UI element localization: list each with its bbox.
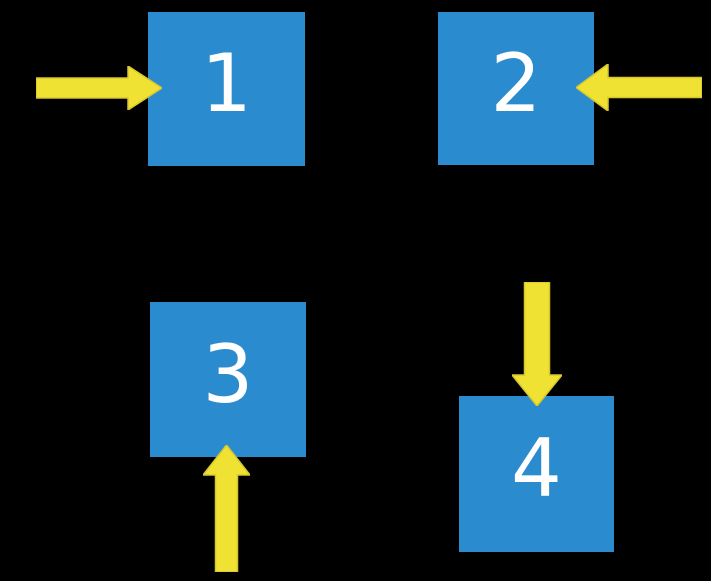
arrow-up-icon	[203, 445, 250, 572]
arrow-left-icon	[576, 64, 702, 111]
square-2-label: 2	[490, 36, 542, 130]
square-2: 2	[438, 12, 594, 165]
square-3-label: 3	[202, 327, 254, 421]
arrow-right-icon	[36, 66, 162, 110]
arrow-down-icon	[512, 282, 562, 406]
square-1-label: 1	[201, 37, 252, 130]
square-1: 1	[148, 12, 305, 166]
square-4: 4	[459, 396, 614, 552]
square-3: 3	[150, 302, 306, 457]
square-4-label: 4	[511, 422, 562, 515]
